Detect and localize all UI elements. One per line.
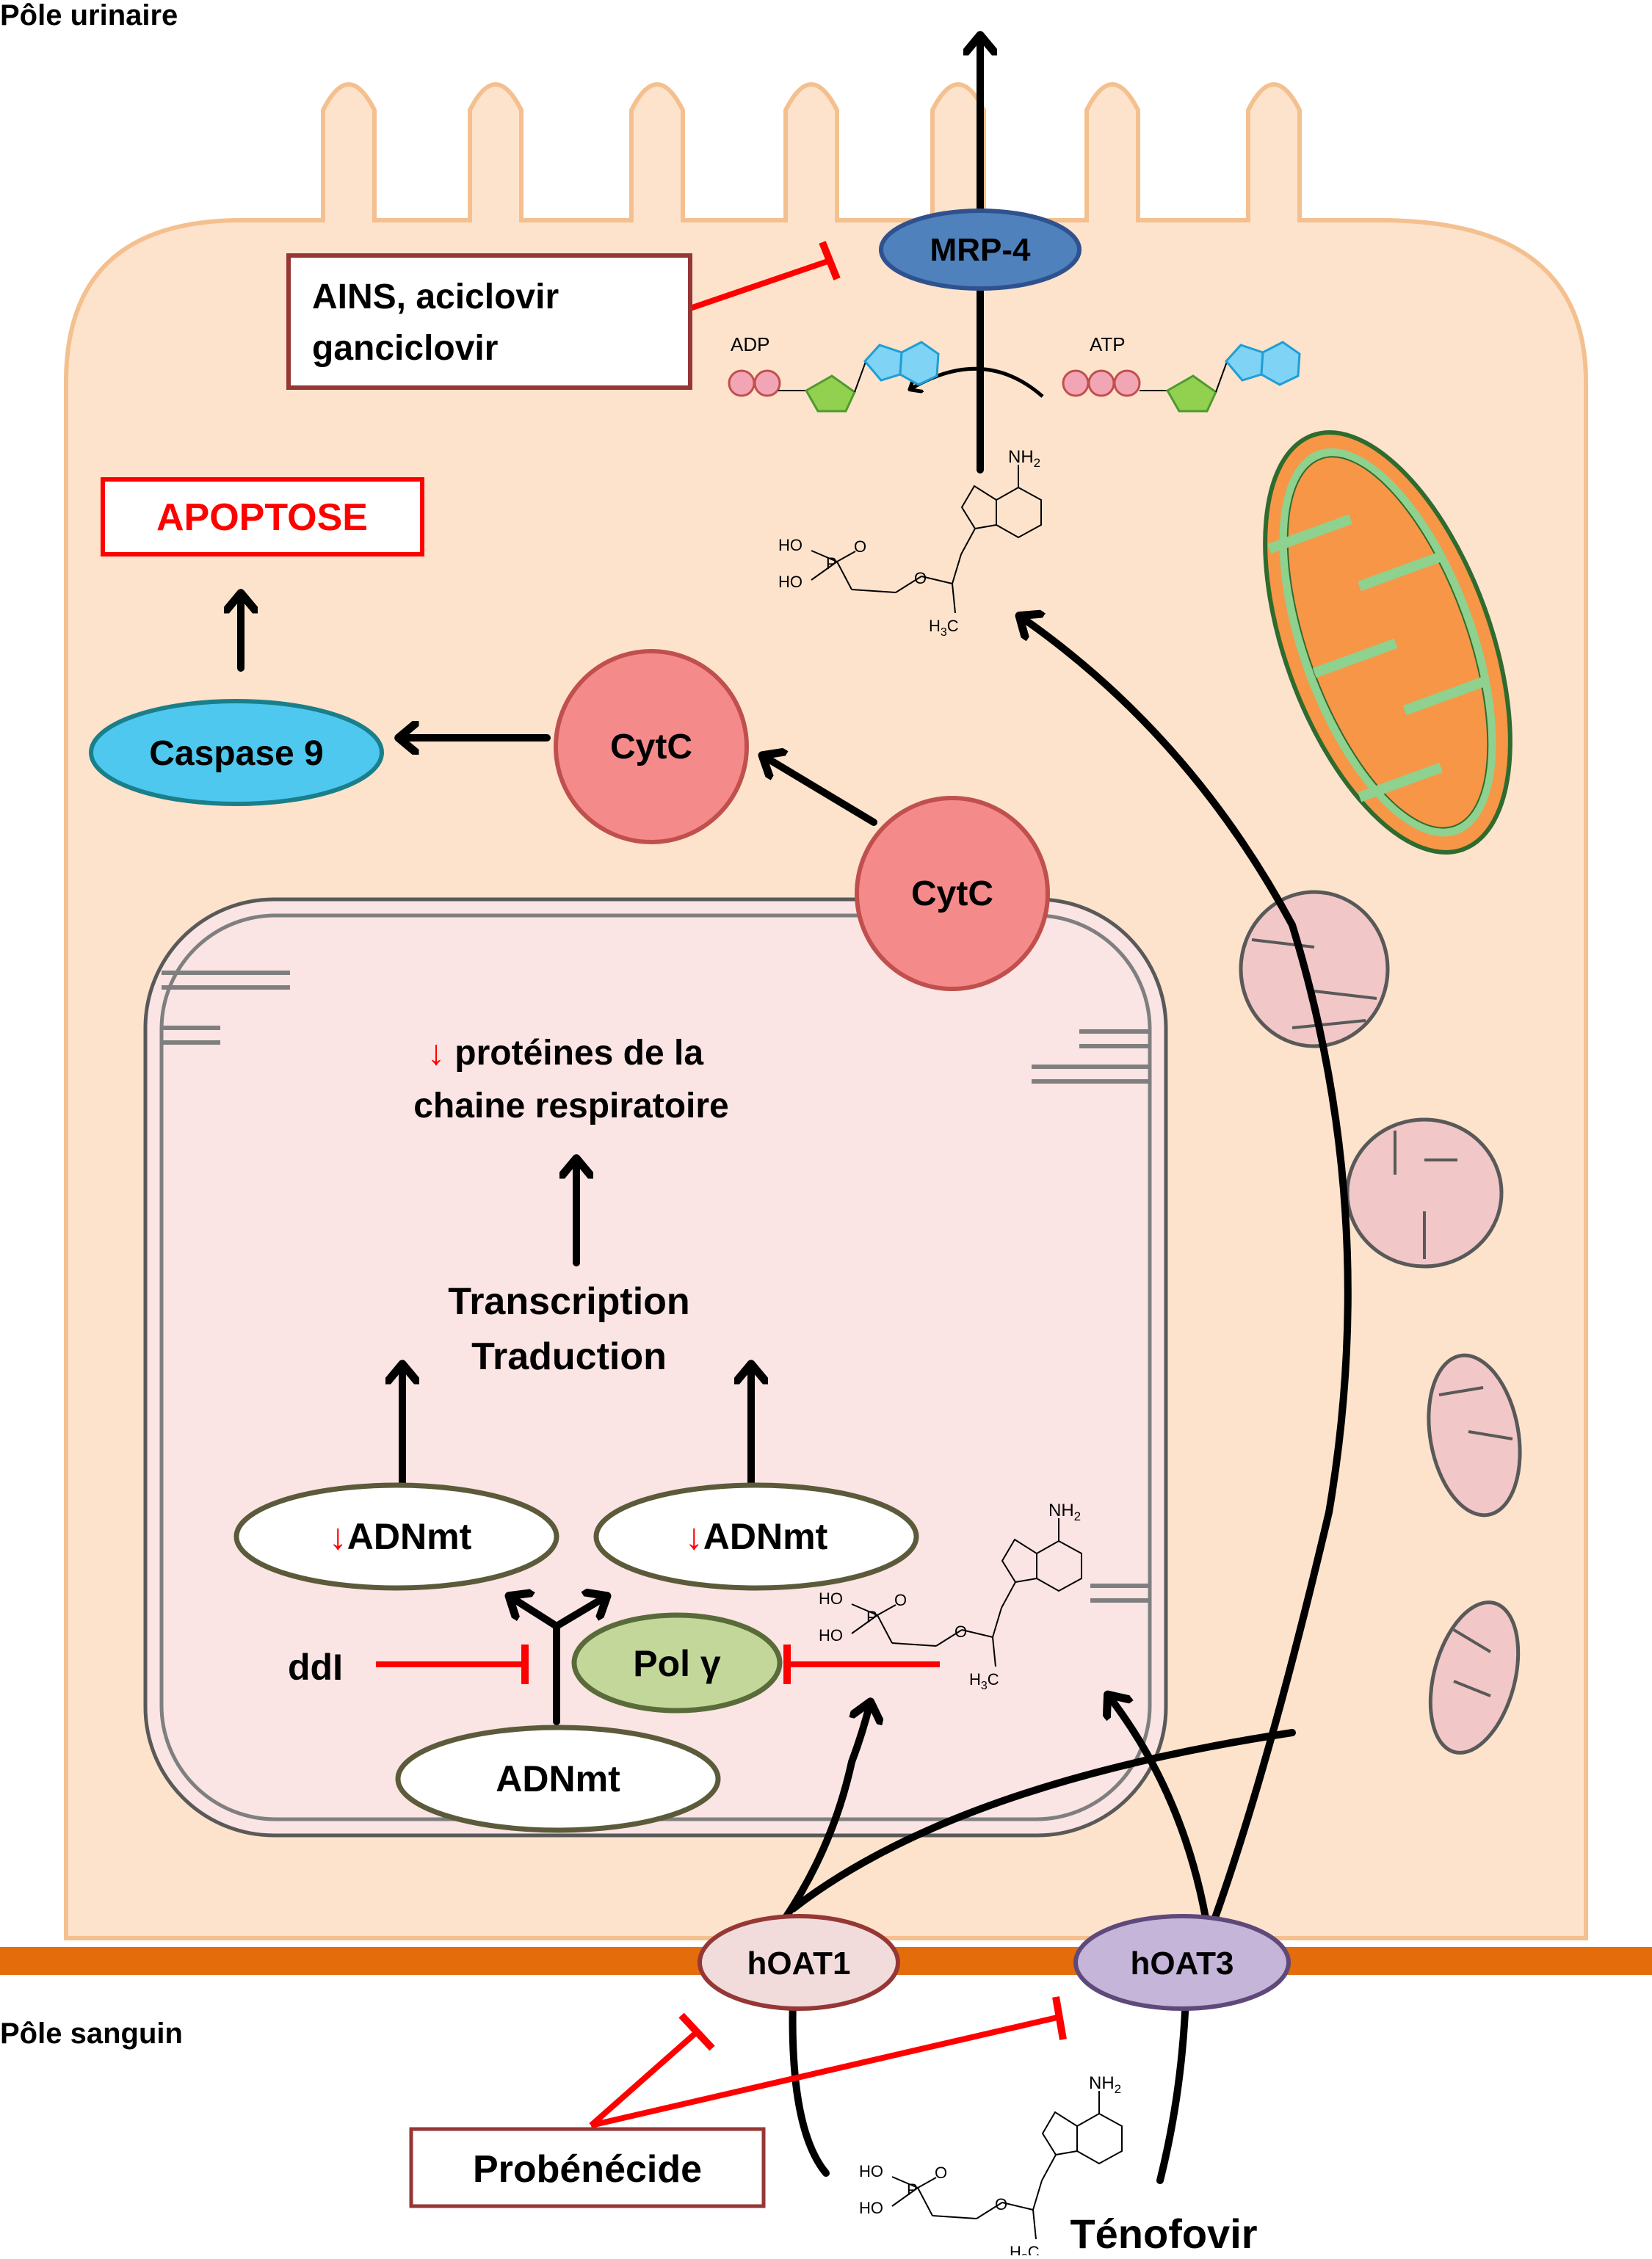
adnmt-template-node (395, 1725, 721, 1833)
adnmt-left-node (233, 1482, 559, 1591)
mitochondrion-small-3 (1427, 1353, 1522, 1518)
cytc-cytosol-label: CytC (610, 728, 692, 766)
mrp4-transporter (879, 209, 1082, 291)
replication-right-branch (553, 1597, 606, 1630)
hoat1-to-hoat3-arc (789, 1729, 1296, 1912)
adnmt-right-label: ↓ADNmt (685, 1516, 828, 1557)
crista-marks (162, 971, 1150, 1603)
polg-node (571, 1612, 783, 1714)
hoat1-to-mito-arrow (780, 1703, 870, 1923)
atp-phosphate-groups (1062, 369, 1141, 397)
blood-to-hoat1-path (789, 1993, 830, 2177)
cytc-membrane-node (855, 796, 1050, 991)
adnmt-template-label: ADNmt (496, 1758, 620, 1799)
hoat1-transporter (698, 1914, 900, 2011)
inhibition-lines (376, 241, 1067, 2128)
tenofovir-label: Ténofovir (1070, 2211, 1257, 2255)
cytc-release-arrow (764, 756, 877, 826)
hoat3-transporter (1073, 1914, 1291, 2011)
proteins-label-line2: chaine respiratoire (413, 1087, 729, 1125)
mitochondrion-large (1263, 430, 1512, 855)
caspase9-node (89, 699, 384, 806)
blood-to-hoat3-path (1156, 1993, 1189, 2184)
hoat3-to-mito-arrow (1109, 1696, 1209, 1921)
ddi-label: ddI (288, 1647, 343, 1688)
pole-urinaire-label: Pôle urinaire (0, 0, 178, 32)
polg-label: Pol γ (633, 1643, 721, 1684)
pole-sanguin-label: Pôle sanguin (0, 2017, 183, 2050)
mrp4-inhibitors-line1: AINS, aciclovir (312, 278, 559, 316)
mrp4-inhibitors-line2: ganciclovir (312, 329, 498, 368)
mitochondrion-small-2 (1345, 1117, 1504, 1269)
adnmt-right-node (593, 1482, 919, 1591)
mitochondrion-small-1 (1239, 890, 1390, 1048)
apoptose-box (101, 477, 424, 556)
mrp4-label: MRP-4 (930, 232, 1031, 268)
adp-label: ADP (731, 333, 769, 355)
replication-left-branch (510, 1597, 560, 1630)
mitochondrion-small-4 (1428, 1600, 1521, 1755)
probenecide-label: Probénécide (473, 2148, 702, 2191)
traduction-label: Traduction (471, 1335, 667, 1378)
hoat1-label: hOAT1 (747, 1946, 851, 1981)
caspase9-label: Caspase 9 (149, 734, 324, 773)
probenecide-box (409, 2127, 766, 2208)
adnmt-left-label: ↓ADNmt (329, 1516, 472, 1557)
hoat3-to-cytosol-arrow (1021, 617, 1352, 1921)
proteins-label-line1: ↓ protéines de la (427, 1034, 703, 1073)
mitochondrion-compartment (143, 897, 1168, 1838)
transcription-label: Transcription (448, 1280, 689, 1323)
hoat3-label: hOAT3 (1131, 1946, 1234, 1981)
mrp4-inhibitors-box (286, 253, 692, 390)
cytc-cytosol-node (554, 649, 749, 844)
apoptose-label: APOPTOSE (156, 496, 368, 539)
cytc-membrane-label: CytC (911, 874, 993, 913)
atp-label: ATP (1090, 333, 1126, 355)
